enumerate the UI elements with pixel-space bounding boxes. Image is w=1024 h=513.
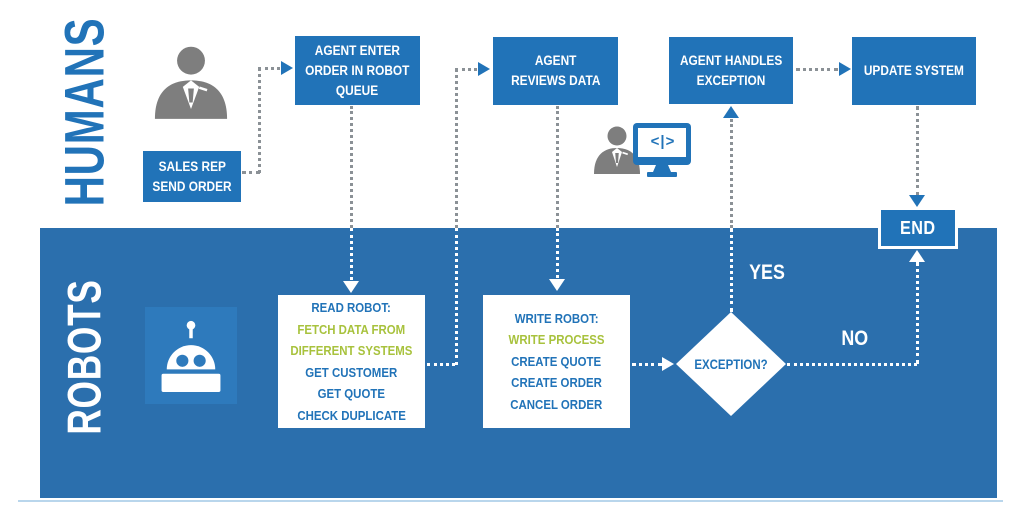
connector-no-v bbox=[916, 262, 919, 364]
node-line: UPDATE SYSTEM bbox=[863, 63, 965, 78]
node-update-system: UPDATE SYSTEM bbox=[852, 37, 976, 105]
node-line: WRITE PROCESS bbox=[508, 332, 605, 348]
node-line: END bbox=[900, 217, 936, 238]
decision-yes-label: YES bbox=[749, 261, 785, 284]
node-read-robot: READ ROBOT: FETCH DATA FROM DIFFERENT SY… bbox=[278, 295, 425, 428]
node-line: CHECK DUPLICATE bbox=[297, 407, 406, 423]
node-agent-handles-exception: AGENT HANDLES EXCEPTION bbox=[669, 37, 793, 104]
arrowhead-into-agent-enter bbox=[281, 61, 293, 75]
connector-sales-to-agent-enter-h1 bbox=[242, 171, 260, 174]
node-line: SEND ORDER bbox=[152, 178, 232, 194]
monitor-screen-code-text: <|> bbox=[650, 132, 676, 150]
robot-tile bbox=[145, 307, 237, 404]
connector-update-to-end bbox=[916, 106, 919, 196]
node-line: CREATE ORDER bbox=[511, 375, 602, 391]
node-write-robot: WRITE ROBOT: WRITE PROCESS CREATE QUOTE … bbox=[483, 295, 630, 428]
arrowhead-into-exception bbox=[662, 357, 674, 371]
connector-yes-gray bbox=[730, 119, 733, 228]
node-line: WRITE ROBOT: bbox=[514, 310, 599, 326]
connector-read-to-reviews-h1 bbox=[427, 363, 455, 366]
arrowhead-into-end-bottom bbox=[909, 250, 925, 262]
code-monitor-icon bbox=[633, 123, 691, 177]
connector-sales-to-agent-enter-v bbox=[258, 68, 261, 173]
arrowhead-into-agent-reviews bbox=[478, 62, 490, 76]
decision-no-label: NO bbox=[841, 327, 869, 350]
arrowhead-into-agent-handles bbox=[723, 106, 739, 118]
node-line: AGENT bbox=[534, 53, 577, 68]
node-line: READ ROBOT: bbox=[311, 300, 392, 315]
node-line: EXCEPTION bbox=[696, 72, 766, 88]
node-line: REVIEWS DATA bbox=[510, 73, 601, 88]
connector-agent-enter-to-read-gray bbox=[350, 106, 353, 228]
node-sales-rep-send-order: SALES REP SEND ORDER bbox=[143, 151, 241, 202]
decision-exception-label: EXCEPTION? bbox=[694, 356, 768, 372]
node-line: GET CUSTOMER bbox=[305, 364, 398, 380]
node-line: AGENT HANDLES bbox=[679, 52, 783, 68]
node-agent-enter-order: AGENT ENTER ORDER IN ROBOT QUEUE bbox=[295, 36, 420, 105]
lane-label-humans: HUMANS bbox=[52, 17, 116, 207]
connector-yes-white bbox=[730, 228, 733, 312]
connector-reviews-to-write-white bbox=[556, 228, 559, 278]
arrowhead-into-read-robot bbox=[343, 281, 359, 293]
connector-read-to-reviews-v-gray bbox=[455, 69, 458, 228]
node-agent-reviews-data: AGENT REVIEWS DATA bbox=[493, 37, 618, 105]
node-line: FETCH DATA FROM bbox=[297, 321, 406, 337]
arrowhead-into-update-system bbox=[839, 62, 851, 76]
arrowhead-into-write-robot bbox=[549, 279, 565, 291]
sales-rep-person-icon bbox=[154, 46, 228, 119]
node-line: QUEUE bbox=[336, 82, 379, 98]
node-line: CANCEL ORDER bbox=[510, 396, 603, 412]
node-line: CREATE QUOTE bbox=[511, 353, 602, 369]
node-line: DIFFERENT SYSTEMS bbox=[290, 343, 413, 358]
connector-no-h bbox=[787, 363, 917, 366]
connector-handles-to-update bbox=[796, 68, 838, 71]
connector-agent-enter-to-read-white bbox=[350, 228, 353, 280]
decision-exception-diamond bbox=[676, 312, 786, 416]
node-line: SALES REP bbox=[158, 158, 226, 174]
lane-label-robots: ROBOTS bbox=[57, 279, 111, 435]
connector-write-to-exception bbox=[632, 363, 662, 366]
arrowhead-into-end-top bbox=[909, 195, 925, 207]
connector-reviews-to-write-gray bbox=[556, 106, 559, 228]
node-line: ORDER IN ROBOT bbox=[305, 62, 410, 78]
node-line: AGENT ENTER bbox=[314, 42, 401, 58]
node-end: END bbox=[878, 207, 958, 249]
agent-person-icon bbox=[594, 126, 640, 174]
connector-sales-to-agent-enter-h2 bbox=[258, 67, 280, 70]
node-line: GET QUOTE bbox=[317, 386, 386, 401]
robot-icon bbox=[161, 320, 221, 392]
connector-read-to-reviews-v-white bbox=[455, 228, 458, 365]
connector-read-to-reviews-h2 bbox=[455, 68, 477, 71]
bottom-accent-line bbox=[18, 500, 1003, 502]
